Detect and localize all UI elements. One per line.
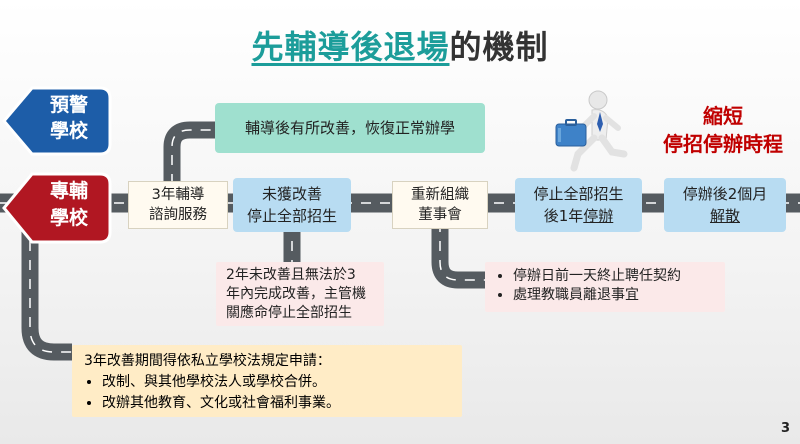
stop-enrollment-line1: 停止全部招生 — [533, 185, 624, 203]
stop-enrollment-line2-underlined: 停辦 — [583, 207, 614, 225]
consultation-line1: 3年輔導 — [151, 187, 205, 203]
warning-label-line1: 預警 — [49, 94, 88, 116]
three-year-note-item1: 改制、與其他學校法人或學校合併。 — [102, 372, 450, 393]
disband-line1: 停辦後2個月 — [682, 185, 768, 203]
two-year-note-line3: 關應命停止全部招生 — [226, 305, 352, 321]
title-highlight: 先輔導後退場 — [251, 28, 450, 66]
warning-school-badge — [2, 86, 112, 156]
three-year-note-item2: 改辦其他教育、文化或社會福利事業。 — [102, 393, 450, 414]
improved-box: 輔導後有所改善，恢復正常辦學 — [215, 103, 485, 153]
two-year-note-line1: 2年未改善且無法於3 — [226, 267, 356, 283]
page-title: 先輔導後退場的機制 — [0, 22, 800, 68]
reorganize-line2: 董事會 — [418, 207, 462, 223]
page-number: 3 — [780, 421, 790, 436]
consultation-box: 3年輔導 諮詢服務 — [128, 181, 228, 229]
warning-label-line2: 學校 — [49, 120, 88, 142]
not-improved-box: 未獲改善 停止全部招生 — [233, 178, 351, 232]
disband-line2: 解散 — [709, 207, 740, 225]
consultation-line2: 諮詢服務 — [149, 207, 207, 223]
three-year-note-title: 3年改善期間得依私立學校法規定申請： — [84, 353, 331, 369]
special-school-badge — [2, 172, 112, 244]
closure-note-item2: 處理教職員離退事宜 — [513, 286, 715, 305]
special-label-line1: 專輔 — [49, 180, 88, 202]
stop-enrollment-box: 停止全部招生 後1年停辦 — [515, 178, 642, 232]
special-label-line2: 學校 — [49, 207, 88, 229]
shorten-line2: 停招停辦時程 — [663, 132, 783, 156]
special-school-label: 專輔 學校 — [36, 178, 102, 232]
shorten-line1: 縮短 — [703, 104, 743, 128]
two-year-note-line2: 年內完成改善，主管機 — [226, 286, 366, 302]
closure-note-item1: 停辦日前一天終止聘任契約 — [513, 267, 715, 286]
shorten-timeline-text: 縮短 停招停辦時程 — [648, 102, 798, 158]
not-improved-line2: 停止全部招生 — [246, 207, 337, 225]
warning-school-label: 預警 學校 — [36, 92, 102, 144]
closure-note: 停辦日前一天終止聘任契約 處理教職員離退事宜 — [485, 262, 725, 312]
stop-enrollment-line2-pre: 後1年 — [543, 207, 584, 225]
title-rest: 的機制 — [449, 28, 549, 66]
reorganize-line1: 重新組織 — [411, 187, 469, 203]
not-improved-line1: 未獲改善 — [261, 185, 322, 203]
reorganize-board-box: 重新組織 董事會 — [392, 181, 488, 229]
disband-box: 停辦後2個月 解散 — [664, 178, 786, 232]
three-year-note: 3年改善期間得依私立學校法規定申請： 改制、與其他學校法人或學校合併。 改辦其他… — [72, 345, 462, 417]
two-year-note: 2年未改善且無法於3 年內完成改善，主管機 關應命停止全部招生 — [216, 262, 384, 326]
running-businessman-icon — [555, 90, 628, 172]
stop-enrollment-line2: 後1年停辦 — [544, 205, 614, 227]
